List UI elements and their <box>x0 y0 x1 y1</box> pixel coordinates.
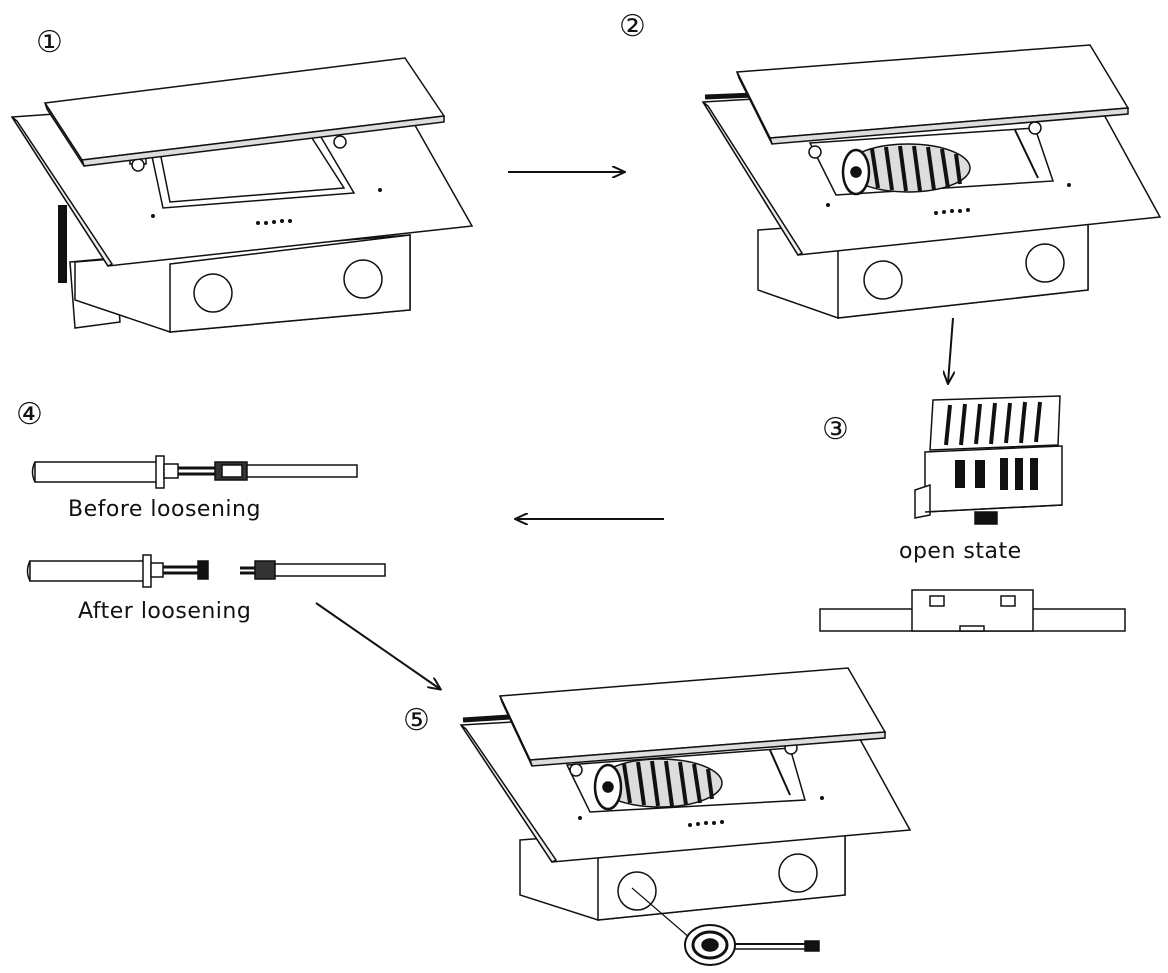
rod-before <box>31 455 358 489</box>
arrow-diagonal-icon <box>315 602 440 689</box>
step-number-1: ① <box>36 25 63 60</box>
step-number-2: ② <box>619 9 646 44</box>
filter-clip-icon <box>914 395 1063 525</box>
caption-open-state: open state <box>899 539 1022 564</box>
arrow-down-icon <box>948 317 953 383</box>
step-number-5: ⑤ <box>403 703 430 738</box>
hood-step-5 <box>459 667 912 966</box>
hood-step-1 <box>10 57 474 333</box>
screw-knob-icon <box>684 924 820 966</box>
step-number-3: ③ <box>822 412 849 447</box>
step-number-4: ④ <box>16 397 43 432</box>
filter-clip-closed <box>819 589 1126 632</box>
caption-before-loosening: Before loosening <box>68 497 261 522</box>
hood-step-2 <box>701 44 1162 319</box>
caption-after-loosening: After loosening <box>78 599 252 624</box>
rod-after <box>26 554 386 588</box>
